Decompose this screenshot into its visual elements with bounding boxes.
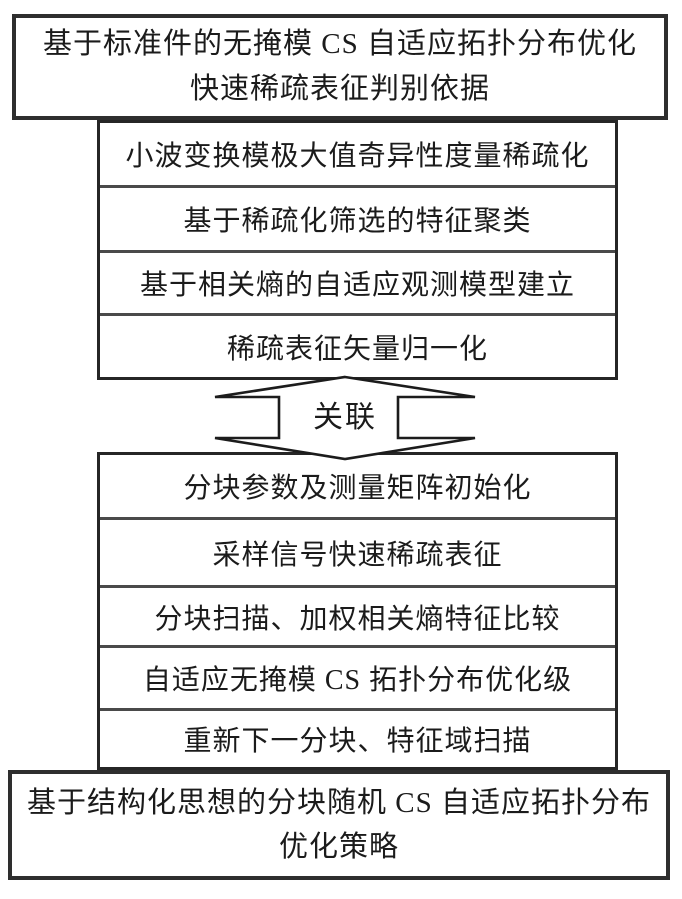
step-fast-sparse-representation: 采样信号快速稀疏表征 <box>100 517 615 585</box>
step-label: 基于相关熵的自适应观测模型建立 <box>139 270 575 301</box>
step-label: 分块扫描、加权相关熵特征比较 <box>154 603 561 635</box>
lower-steps-stack: 分块参数及测量矩阵初始化 采样信号快速稀疏表征 分块扫描、加权相关熵特征比较 自… <box>97 452 618 770</box>
bottom-summary-box: 基于结构化思想的分块随机 CS 自适应拓扑分布 优化策略 <box>8 770 670 880</box>
step-label: 小波变换模极大值奇异性度量稀疏化 <box>125 141 590 172</box>
connector-label: 关联 <box>313 401 377 434</box>
step-label: 分块参数及测量矩阵初始化 <box>183 473 532 504</box>
step-adaptive-maskless-cs-level: 自适应无掩模 CS 拓扑分布优化级 <box>100 645 615 708</box>
step-label: 稀疏表征矢量归一化 <box>226 333 488 365</box>
top-box-line1: 基于标准件的无掩模 CS 自适应拓扑分布优化 <box>43 28 637 60</box>
bottom-box-line1: 基于结构化思想的分块随机 CS 自适应拓扑分布 <box>27 787 651 819</box>
step-next-block-feature-scan: 重新下一分块、特征域扫描 <box>100 708 615 767</box>
step-block-scan-feature-compare: 分块扫描、加权相关熵特征比较 <box>100 585 615 645</box>
association-connector: 关联 <box>214 375 476 461</box>
step-label: 采样信号快速稀疏表征 <box>212 539 503 571</box>
step-label: 自适应无掩模 CS 拓扑分布优化级 <box>142 665 573 696</box>
top-summary-box: 基于标准件的无掩模 CS 自适应拓扑分布优化 快速稀疏表征判别依据 <box>12 14 668 120</box>
step-sparse-vector-normalization: 稀疏表征矢量归一化 <box>100 313 615 377</box>
bottom-box-line2: 优化策略 <box>278 831 399 863</box>
step-label: 重新下一分块、特征域扫描 <box>183 726 532 757</box>
top-box-line2: 快速稀疏表征判别依据 <box>189 73 490 105</box>
step-sparsified-feature-clustering: 基于稀疏化筛选的特征聚类 <box>100 185 615 250</box>
step-label: 基于稀疏化筛选的特征聚类 <box>183 206 532 237</box>
step-wavelet-modulus-maxima-sparsify: 小波变换模极大值奇异性度量稀疏化 <box>100 123 615 185</box>
step-block-params-matrix-init: 分块参数及测量矩阵初始化 <box>100 455 615 517</box>
step-correntropy-observation-model: 基于相关熵的自适应观测模型建立 <box>100 250 615 313</box>
upper-steps-stack: 小波变换模极大值奇异性度量稀疏化 基于稀疏化筛选的特征聚类 基于相关熵的自适应观… <box>97 120 618 380</box>
double-arrow-icon <box>214 375 476 461</box>
